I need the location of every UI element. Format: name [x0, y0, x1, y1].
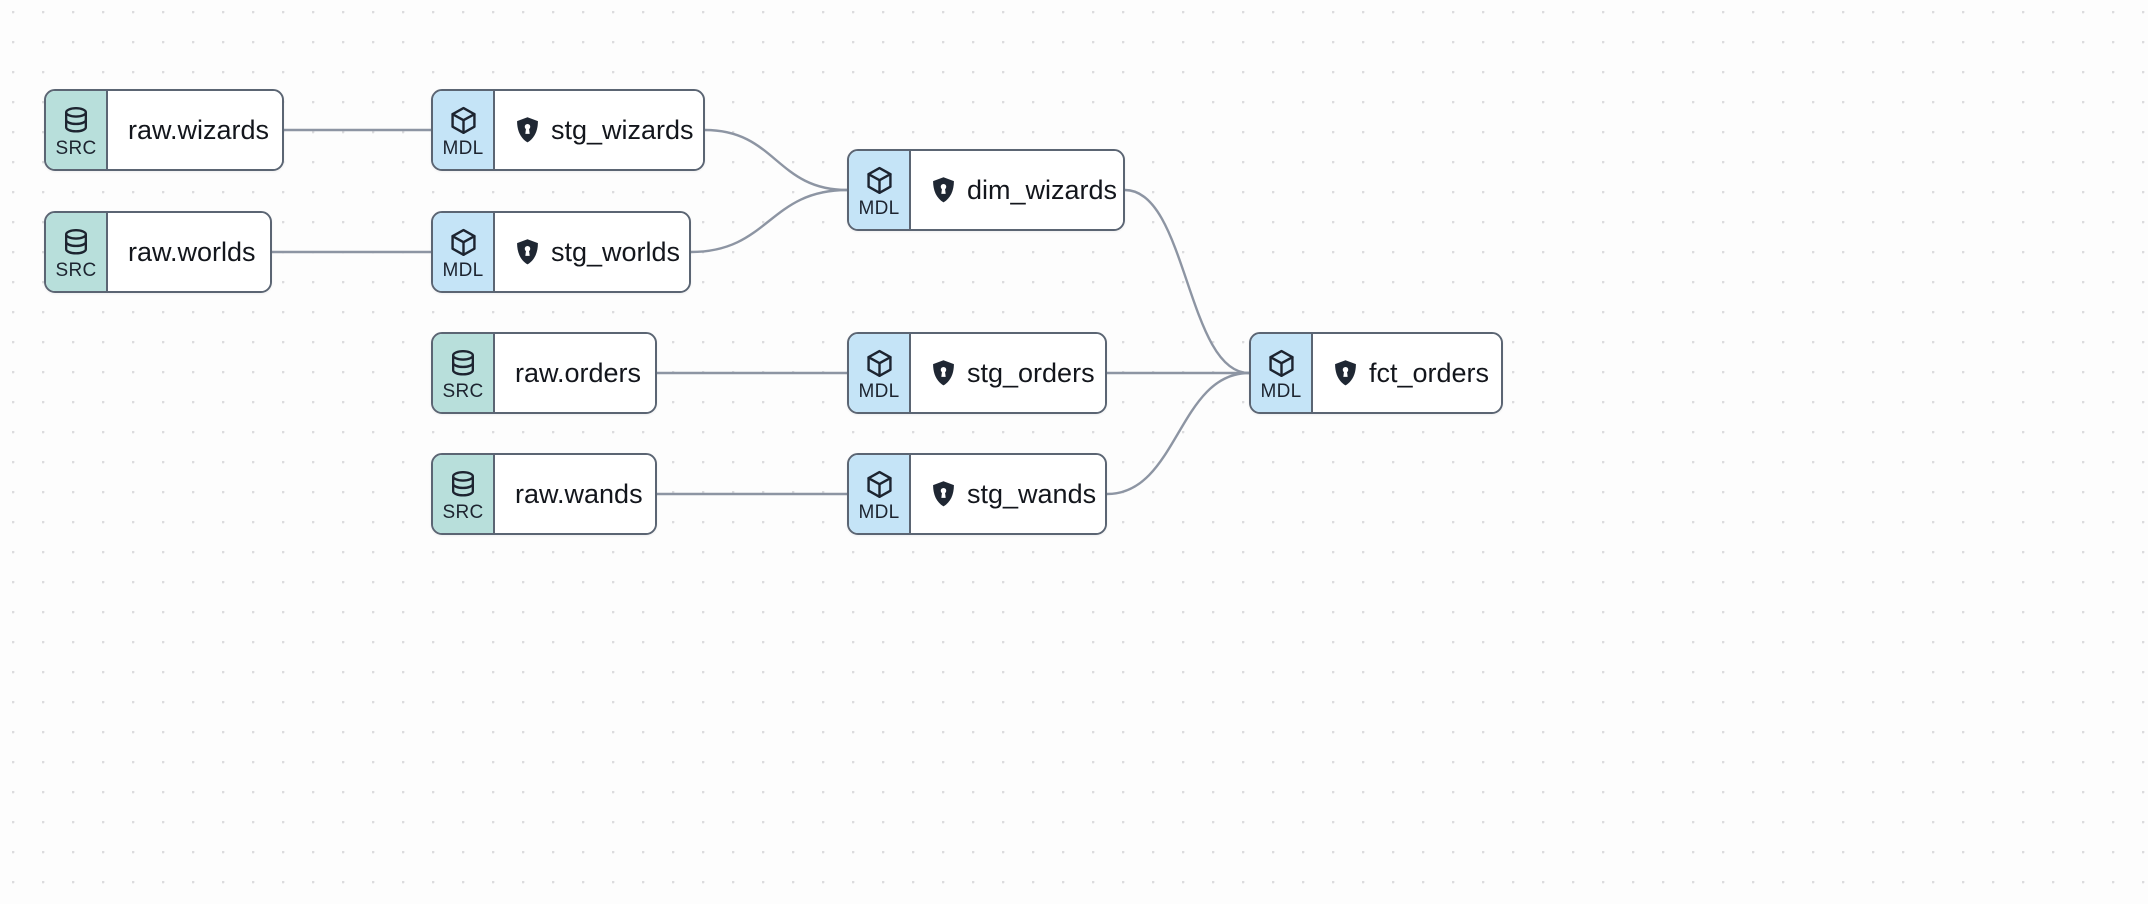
node-stg_worlds[interactable]: MDL stg_worlds	[431, 211, 691, 293]
node-label: stg_wands	[967, 478, 1097, 509]
node-label: stg_wizards	[551, 114, 694, 145]
node-badge-label: SRC	[442, 501, 484, 523]
cube-icon	[864, 165, 895, 198]
cube-icon	[448, 105, 479, 138]
node-label: raw.wizards	[128, 114, 270, 145]
node-fct_orders[interactable]: MDL fct_orders	[1249, 332, 1503, 414]
node-dim_wizards[interactable]: MDL dim_wizards	[847, 149, 1125, 231]
database-icon	[61, 106, 91, 138]
node-body: stg_worlds	[495, 213, 689, 291]
node-badge-label: SRC	[55, 259, 97, 281]
database-icon	[61, 228, 91, 260]
node-badge-label: MDL	[442, 138, 484, 159]
cube-icon	[448, 227, 479, 260]
node-body: stg_wizards	[495, 91, 703, 169]
shield-lock-icon	[931, 359, 956, 387]
node-body: raw.orders	[495, 334, 655, 412]
node-label: raw.orders	[515, 357, 642, 388]
shield-lock-icon	[931, 480, 956, 508]
node-badge-mdl: MDL	[433, 213, 495, 291]
node-stg_wands[interactable]: MDL stg_wands	[847, 453, 1107, 535]
node-raw_worlds[interactable]: SRC raw.worlds	[44, 211, 272, 293]
node-body: raw.worlds	[108, 213, 270, 291]
node-label: stg_orders	[967, 357, 1095, 388]
shield-lock-icon	[515, 116, 540, 144]
edge-stg_worlds-to-dim_wizards	[689, 188, 849, 254]
node-badge-src: SRC	[433, 455, 495, 533]
node-badge-mdl: MDL	[433, 91, 495, 169]
edge-stg_wizards-to-dim_wizards	[703, 128, 849, 192]
node-stg_orders[interactable]: MDL stg_orders	[847, 332, 1107, 414]
cube-icon	[864, 469, 895, 502]
node-body: stg_orders	[911, 334, 1105, 412]
edge-stg_wands-to-fct_orders	[1105, 371, 1251, 496]
node-body: stg_wands	[911, 455, 1105, 533]
node-badge-src: SRC	[433, 334, 495, 412]
node-label: dim_wizards	[967, 174, 1118, 205]
node-body: dim_wizards	[911, 151, 1123, 229]
node-body: raw.wands	[495, 455, 655, 533]
node-badge-label: MDL	[442, 260, 484, 281]
node-badge-src: SRC	[46, 91, 108, 169]
node-badge-label: MDL	[1260, 381, 1302, 402]
node-body: fct_orders	[1313, 334, 1501, 412]
node-badge-label: SRC	[55, 137, 97, 159]
node-label: raw.wands	[515, 478, 643, 509]
node-badge-src: SRC	[46, 213, 108, 291]
node-badge-label: MDL	[858, 502, 900, 523]
node-badge-mdl: MDL	[849, 334, 911, 412]
node-badge-mdl: MDL	[849, 151, 911, 229]
cube-icon	[1266, 348, 1297, 381]
shield-lock-icon	[931, 176, 956, 204]
database-icon	[448, 349, 478, 381]
node-badge-label: MDL	[858, 198, 900, 219]
node-badge-label: SRC	[442, 380, 484, 402]
edge-dim_wizards-to-fct_orders	[1123, 188, 1251, 375]
node-label: raw.worlds	[128, 236, 256, 267]
shield-lock-icon	[515, 238, 540, 266]
node-label: fct_orders	[1369, 357, 1490, 388]
node-raw_wands[interactable]: SRC raw.wands	[431, 453, 657, 535]
node-stg_wizards[interactable]: MDL stg_wizards	[431, 89, 705, 171]
node-badge-mdl: MDL	[849, 455, 911, 533]
node-badge-label: MDL	[858, 381, 900, 402]
node-body: raw.wizards	[108, 91, 282, 169]
node-badge-mdl: MDL	[1251, 334, 1313, 412]
database-icon	[448, 470, 478, 502]
cube-icon	[864, 348, 895, 381]
node-label: stg_worlds	[551, 236, 681, 267]
node-raw_orders[interactable]: SRC raw.orders	[431, 332, 657, 414]
node-raw_wizards[interactable]: SRC raw.wizards	[44, 89, 284, 171]
shield-lock-icon	[1333, 359, 1358, 387]
